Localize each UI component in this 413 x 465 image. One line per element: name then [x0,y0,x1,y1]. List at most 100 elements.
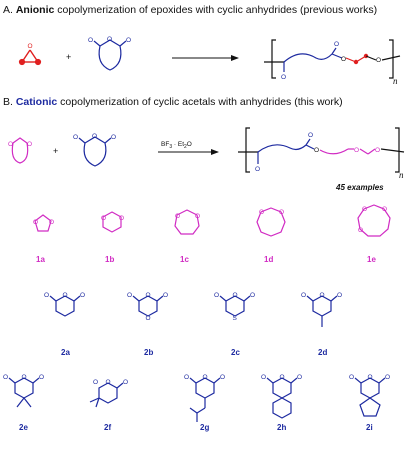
carbonyl-oxygen: O [349,374,354,381]
carbonyl-oxygen: O [80,292,85,299]
carbonyl-oxygen: O [250,292,255,299]
acetal-1a-oxygen: O [49,219,54,226]
section-b-prefix: B. [3,96,16,108]
anhydride-2f [89,382,124,408]
carbonyl-oxygen: O [297,374,302,381]
anhydride-2i [354,377,386,417]
acetal-1e-oxygen: O [358,227,363,234]
examples-count: 45 examples [335,183,384,192]
acetal-1b-oxygen: O [119,215,124,222]
anhydride-oxygen: O [92,133,97,140]
section-b-emphasis: Cationic [15,96,58,108]
polyester-product-a [264,39,401,79]
product-a-ether-o: O [376,57,381,64]
carbonyl-oxygen: O [93,379,98,386]
product-a-carbonyl-o: O [334,41,339,48]
carbonyl-oxygen: O [184,374,189,381]
ring-oxygen: O [280,374,285,381]
anhydride-2h [266,377,298,419]
product-b-acetal-o: O [354,147,359,154]
section-a-rest: copolymerization of epoxides with cyclic… [54,4,378,16]
anhydride-2a [49,295,81,317]
ring-oxygen: O [233,292,238,299]
anhydride-2b [132,295,164,317]
acetal-1b [102,211,122,233]
ring-oxygen: O [22,374,27,381]
compound-label-1b: 1b [105,255,114,264]
ring-oxygen: O [146,315,151,322]
acetal-1b-oxygen: O [101,215,106,222]
product-a-ester-o: O [341,56,346,63]
cyclic-anhydride-generic-a [93,39,127,71]
carbonyl-oxygen: O [220,374,225,381]
acetal-1d-oxygen: O [279,209,284,216]
repeat-unit-n-b: n [399,170,404,180]
ring-oxygen: O [368,374,373,381]
carbonyl-oxygen: O [163,292,168,299]
acetal-oxygen: O [27,141,32,148]
carbonyl-oxygen: O [88,37,93,44]
acetal-1e-oxygen: O [382,206,387,213]
acetal-1d-oxygen: O [259,209,264,216]
compound-label-1d: 1d [264,255,273,264]
carbonyl-oxygen: O [214,292,219,299]
ring-sulfur: S [233,315,238,322]
cyclic-anhydride-generic-b [78,136,112,167]
ring-oxygen: O [320,292,325,299]
carbonyl-oxygen: O [39,374,44,381]
section-a-emphasis: Anionic [15,4,55,16]
compound-label-2c: 2c [231,348,240,357]
polyester-product-b [238,127,405,173]
product-b-acetal-o: O [375,147,380,154]
compound-label-1e: 1e [367,255,376,264]
epoxide-carbon-dot [34,58,42,66]
carbonyl-oxygen: O [301,292,306,299]
polymer-red-dot [353,59,359,65]
acetal-1a [34,214,52,232]
ring-oxygen: O [203,374,208,381]
compound-label-2g: 2g [200,423,209,432]
product-b-ester-o: O [314,147,319,154]
section-b-rest: copolymerization of cyclic acetals with … [57,96,343,108]
plus-sign-b: + [53,146,58,156]
compound-label-2e: 2e [19,423,28,432]
ring-oxygen: O [106,379,111,386]
acetal-1e-oxygen: O [362,206,367,213]
section-b-title: B. Cationic copolymerization of cyclic a… [3,96,343,108]
carbonyl-oxygen: O [73,134,78,141]
carbonyl-oxygen: O [3,374,8,381]
acetal-1e [357,204,391,237]
carbonyl-oxygen: O [385,374,390,381]
carbonyl-oxygen: O [44,292,49,299]
anhydride-2d [306,295,338,327]
catalyst-label: BF3 · Et2O [161,141,192,150]
acetal-1a-oxygen: O [33,219,38,226]
compound-label-2i: 2i [366,423,373,432]
carbonyl-oxygen: O [126,37,131,44]
section-a-title: A. Anionic copolymerization of epoxides … [3,4,377,16]
ring-oxygen: O [146,292,151,299]
carbonyl-oxygen: O [111,134,116,141]
anhydride-oxygen: O [107,36,112,43]
anhydride-2g [189,377,221,422]
plus-sign-a: + [66,52,71,62]
acetal-1c [174,209,200,235]
epoxide-structure [18,49,42,66]
compound-label-2f: 2f [104,423,111,432]
cyclic-acetal-generic-b [11,137,29,164]
compound-label-2a: 2a [61,348,70,357]
repeat-unit-n-a: n [393,76,398,86]
acetal-1d [256,207,286,237]
compound-label-2d: 2d [318,348,327,357]
carbonyl-oxygen: O [123,379,128,386]
product-b-carbonyl-o: O [308,132,313,139]
product-a-carbonyl-o: O [281,74,286,81]
anhydride-2c [219,295,251,317]
compound-label-2h: 2h [277,423,286,432]
compound-label-2b: 2b [144,348,153,357]
acetal-1c-oxygen: O [195,213,200,220]
section-a-prefix: A. [3,4,16,16]
epoxide-oxygen: O [28,43,33,50]
carbonyl-oxygen: O [261,374,266,381]
